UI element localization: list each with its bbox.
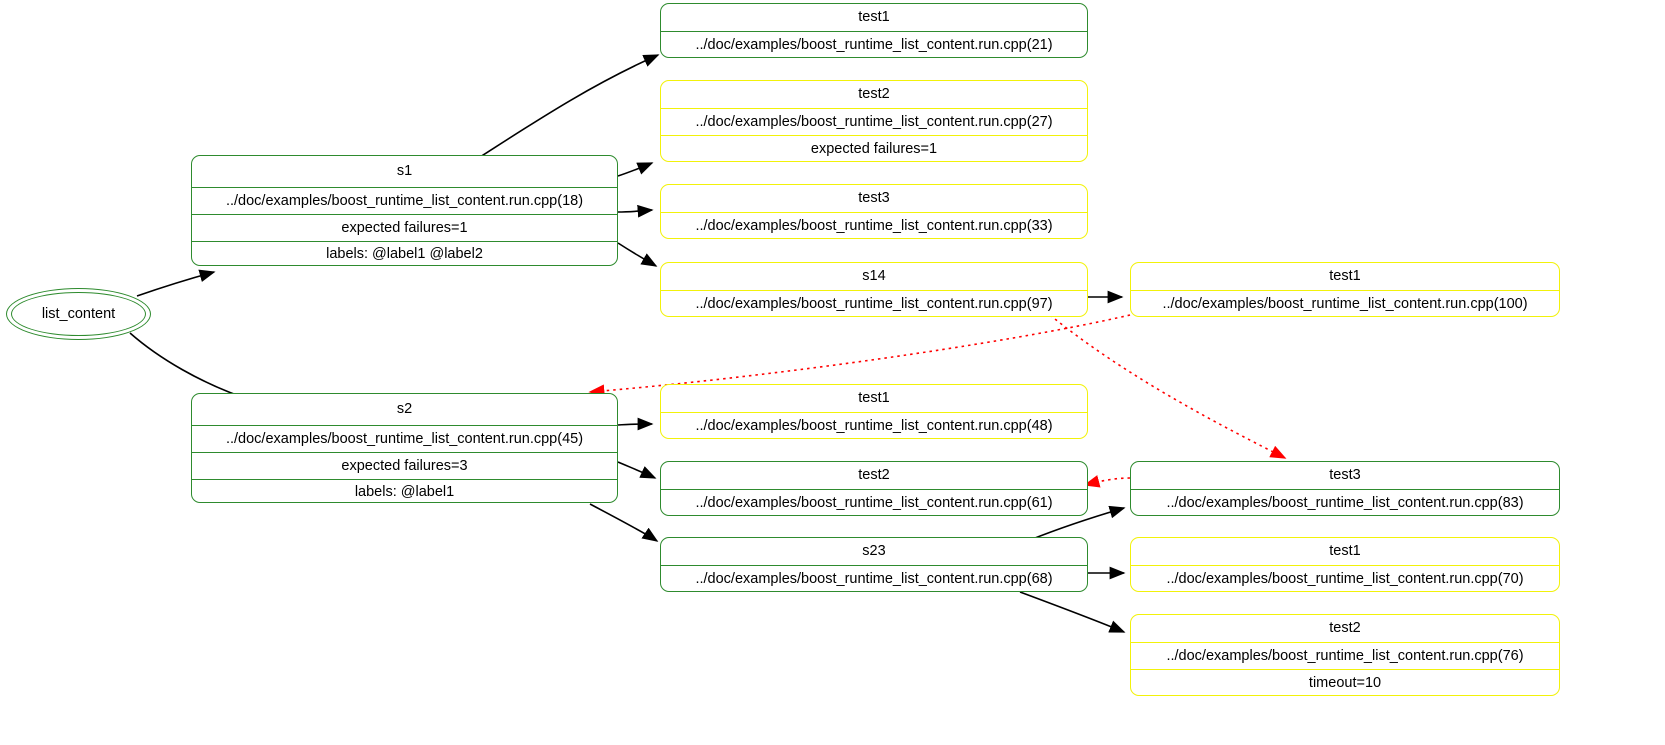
edge-dep-test1-to-s2 [588,314,1131,398]
node-s2-test3[interactable]: test3 ../doc/examples/boost_runtime_list… [1130,461,1560,516]
node-s1-labels: labels: @label1 @label2 [192,241,617,265]
node-s1-test1-location: ../doc/examples/boost_runtime_list_conte… [661,31,1087,57]
edge-s2-to-test1 [617,417,654,431]
edge-s1-to-s14 [617,242,658,267]
node-s14-location: ../doc/examples/boost_runtime_list_conte… [661,290,1087,316]
node-s1-title: s1 [396,163,413,180]
node-s14[interactable]: s14 ../doc/examples/boost_runtime_list_c… [660,262,1088,317]
node-s23[interactable]: s23 ../doc/examples/boost_runtime_list_c… [660,537,1088,592]
edge-s2-to-test2 [617,461,657,479]
node-s2-test1[interactable]: test1 ../doc/examples/boost_runtime_list… [660,384,1088,439]
node-s1-test2-title: test2 [858,86,890,103]
node-s1-test1-title: test1 [858,9,890,26]
node-s2-test2[interactable]: test2 ../doc/examples/boost_runtime_list… [660,461,1088,516]
node-s1-test2-expected-failures: expected failures=1 [661,135,1087,161]
edge-s2-to-s23 [589,503,659,542]
node-s2-test3-location: ../doc/examples/boost_runtime_list_conte… [1131,489,1559,515]
node-s2-test2-location: ../doc/examples/boost_runtime_list_conte… [661,489,1087,515]
node-s1[interactable]: s1 ../doc/examples/boost_runtime_list_co… [191,155,618,266]
node-s23-title: s23 [862,543,886,560]
node-s23-location: ../doc/examples/boost_runtime_list_conte… [661,565,1087,591]
node-s14-test1[interactable]: test1 ../doc/examples/boost_runtime_list… [1130,262,1560,317]
node-s14-title: s14 [862,268,886,285]
edge-s1-to-test3 [617,204,654,218]
node-s14-test1-location: ../doc/examples/boost_runtime_list_conte… [1131,290,1559,316]
root-node-inner [11,292,146,336]
edge-s1-to-test1 [479,54,660,158]
node-s23-test2-title: test2 [1329,620,1361,637]
node-s1-test2[interactable]: test2 ../doc/examples/boost_runtime_list… [660,80,1088,162]
edge-dep-test3-to-test2 [1083,475,1131,488]
node-s2-test1-location: ../doc/examples/boost_runtime_list_conte… [661,412,1087,438]
node-s2-location: ../doc/examples/boost_runtime_list_conte… [192,425,617,452]
node-s1-test3-title: test3 [858,190,890,207]
node-s23-test1-location: ../doc/examples/boost_runtime_list_conte… [1131,565,1559,591]
node-s1-test3-location: ../doc/examples/boost_runtime_list_conte… [661,212,1087,238]
node-s23-test2-location: ../doc/examples/boost_runtime_list_conte… [1131,642,1559,669]
edge-s1-to-test2 [617,162,654,177]
node-s2-expected-failures: expected failures=3 [192,452,617,479]
node-s23-test1[interactable]: test1 ../doc/examples/boost_runtime_list… [1130,537,1560,592]
node-s23-test2-timeout: timeout=10 [1131,669,1559,695]
node-s2[interactable]: s2 ../doc/examples/boost_runtime_list_co… [191,393,618,503]
edge-s23-to-test2 [1019,591,1126,633]
node-s14-test1-title: test1 [1329,268,1361,285]
node-s1-location: ../doc/examples/boost_runtime_list_conte… [192,187,617,214]
node-s23-test2[interactable]: test2 ../doc/examples/boost_runtime_list… [1130,614,1560,696]
node-s2-test1-title: test1 [858,390,890,407]
root-node-label: list_content [41,306,116,322]
node-s1-expected-failures: expected failures=1 [192,214,617,241]
node-s23-test1-title: test1 [1329,543,1361,560]
node-s2-test2-title: test2 [858,467,890,484]
node-s2-test3-title: test3 [1329,467,1361,484]
node-s1-test3[interactable]: test3 ../doc/examples/boost_runtime_list… [660,184,1088,239]
node-s1-test2-location: ../doc/examples/boost_runtime_list_conte… [661,108,1087,135]
node-s2-title: s2 [396,401,413,418]
node-s2-labels: labels: @label1 [192,479,617,502]
node-s1-test1[interactable]: test1 ../doc/examples/boost_runtime_list… [660,3,1088,58]
